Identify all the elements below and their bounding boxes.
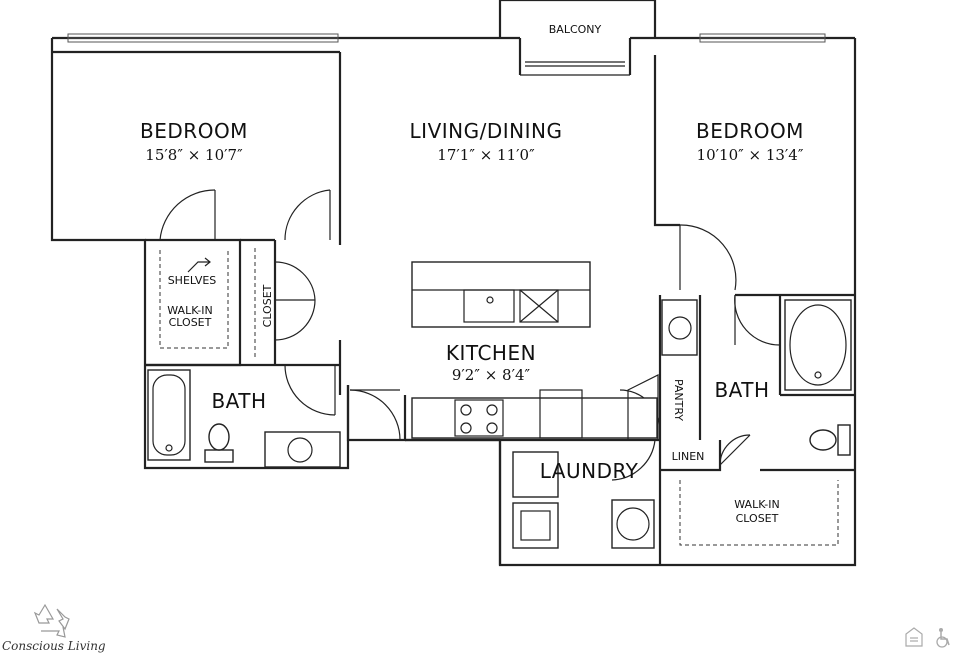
living-dims: 17′1″ × 11′0″ [437, 146, 535, 164]
pantry-label: PANTRY [672, 379, 685, 421]
linen-label: LINEN [672, 450, 705, 463]
toilet-left [208, 423, 230, 451]
living-label: LIVING/DINING [410, 119, 563, 143]
dryer [512, 502, 559, 549]
interior-walls [52, 50, 855, 565]
equal-housing-icon [905, 627, 923, 647]
walkin-left-label-2: CLOSET [169, 316, 212, 329]
bedroom-right-dims: 10′10″ × 13′4″ [697, 146, 804, 164]
bathtub-right [784, 299, 852, 391]
bedroom-left-label: BEDROOM [140, 119, 248, 143]
toilet-right [809, 429, 837, 451]
accessibility-icon [936, 628, 950, 648]
brand-name: Conscious Living [2, 639, 106, 653]
bath-left-label: BATH [211, 389, 266, 413]
walkin-left-label-1: WALK-IN [167, 304, 212, 317]
closet-shelves [159, 248, 839, 546]
washer [512, 451, 559, 498]
vanity-right [661, 299, 698, 356]
bedroom-right-label: BEDROOM [696, 119, 804, 143]
fixtures [147, 257, 852, 549]
room-labels: BALCONY BEDROOM 15′8″ × 10′7″ LIVING/DIN… [140, 23, 804, 525]
laundry-label: LAUNDRY [540, 459, 639, 483]
doors [159, 61, 781, 481]
closet-label: CLOSET [261, 284, 274, 327]
walkin-right-label-2: CLOSET [736, 512, 779, 525]
walkin-right-label-1: WALK-IN [734, 498, 779, 511]
bedroom-left-dims: 15′8″ × 10′7″ [145, 146, 243, 164]
recycle-icon [33, 603, 70, 638]
kitchen-label: KITCHEN [446, 341, 536, 365]
balcony-label: BALCONY [549, 23, 602, 36]
windows [67, 33, 826, 43]
kitchen-dims: 9′2″ × 8′4″ [452, 366, 531, 384]
kitchen-counter [411, 397, 658, 439]
kitchen-island [411, 261, 591, 328]
shelves-label: SHELVES [168, 274, 217, 287]
bath-right-label: BATH [714, 378, 769, 402]
